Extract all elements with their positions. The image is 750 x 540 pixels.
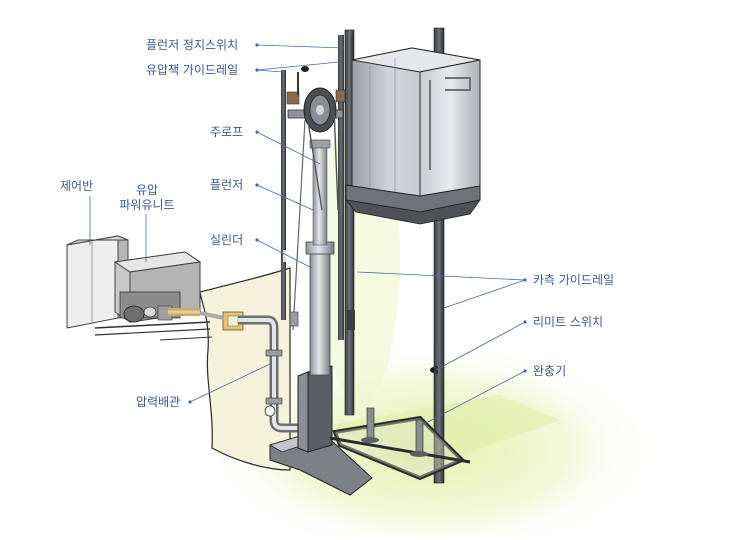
pressure-pipe [238,315,302,433]
label-main-rope: 주로프 [210,125,244,139]
label-cylinder: 실린더 [210,233,244,247]
label-plunger-stop-switch: 플런저 정지스위치 [146,38,239,52]
control-panel-cabinet [66,235,129,329]
label-buffer: 완충기 [533,364,567,378]
buffers [361,407,428,457]
label-limit-switch: 리미트 스위치 [533,315,604,329]
leader-lines [89,44,526,427]
label-oil-jack-guide-rail: 유압잭 가이드레일 [146,63,239,77]
label-hydraulic-power-unit-line1: 유압 [135,183,159,197]
elevator-car [345,35,481,225]
car-guide-rails [344,27,445,484]
label-pressure-pipe: 압력배관 [136,395,181,409]
label-control-panel: 제어반 [60,179,94,193]
label-hydraulic-power-unit-line2: 파워유니트 [119,198,175,212]
hydraulic-power-unit [113,251,225,323]
jack-base [269,365,373,496]
label-car-guide-rail: 카측 가이드레일 [533,273,615,287]
label-plunger: 플런저 [210,178,244,192]
leader-dots [188,43,527,404]
cylinder-plunger-assembly [305,139,335,376]
machine-room-floor [94,321,213,341]
oil-jack-guide-rails [281,35,344,340]
sheave-crosshead [286,66,349,133]
